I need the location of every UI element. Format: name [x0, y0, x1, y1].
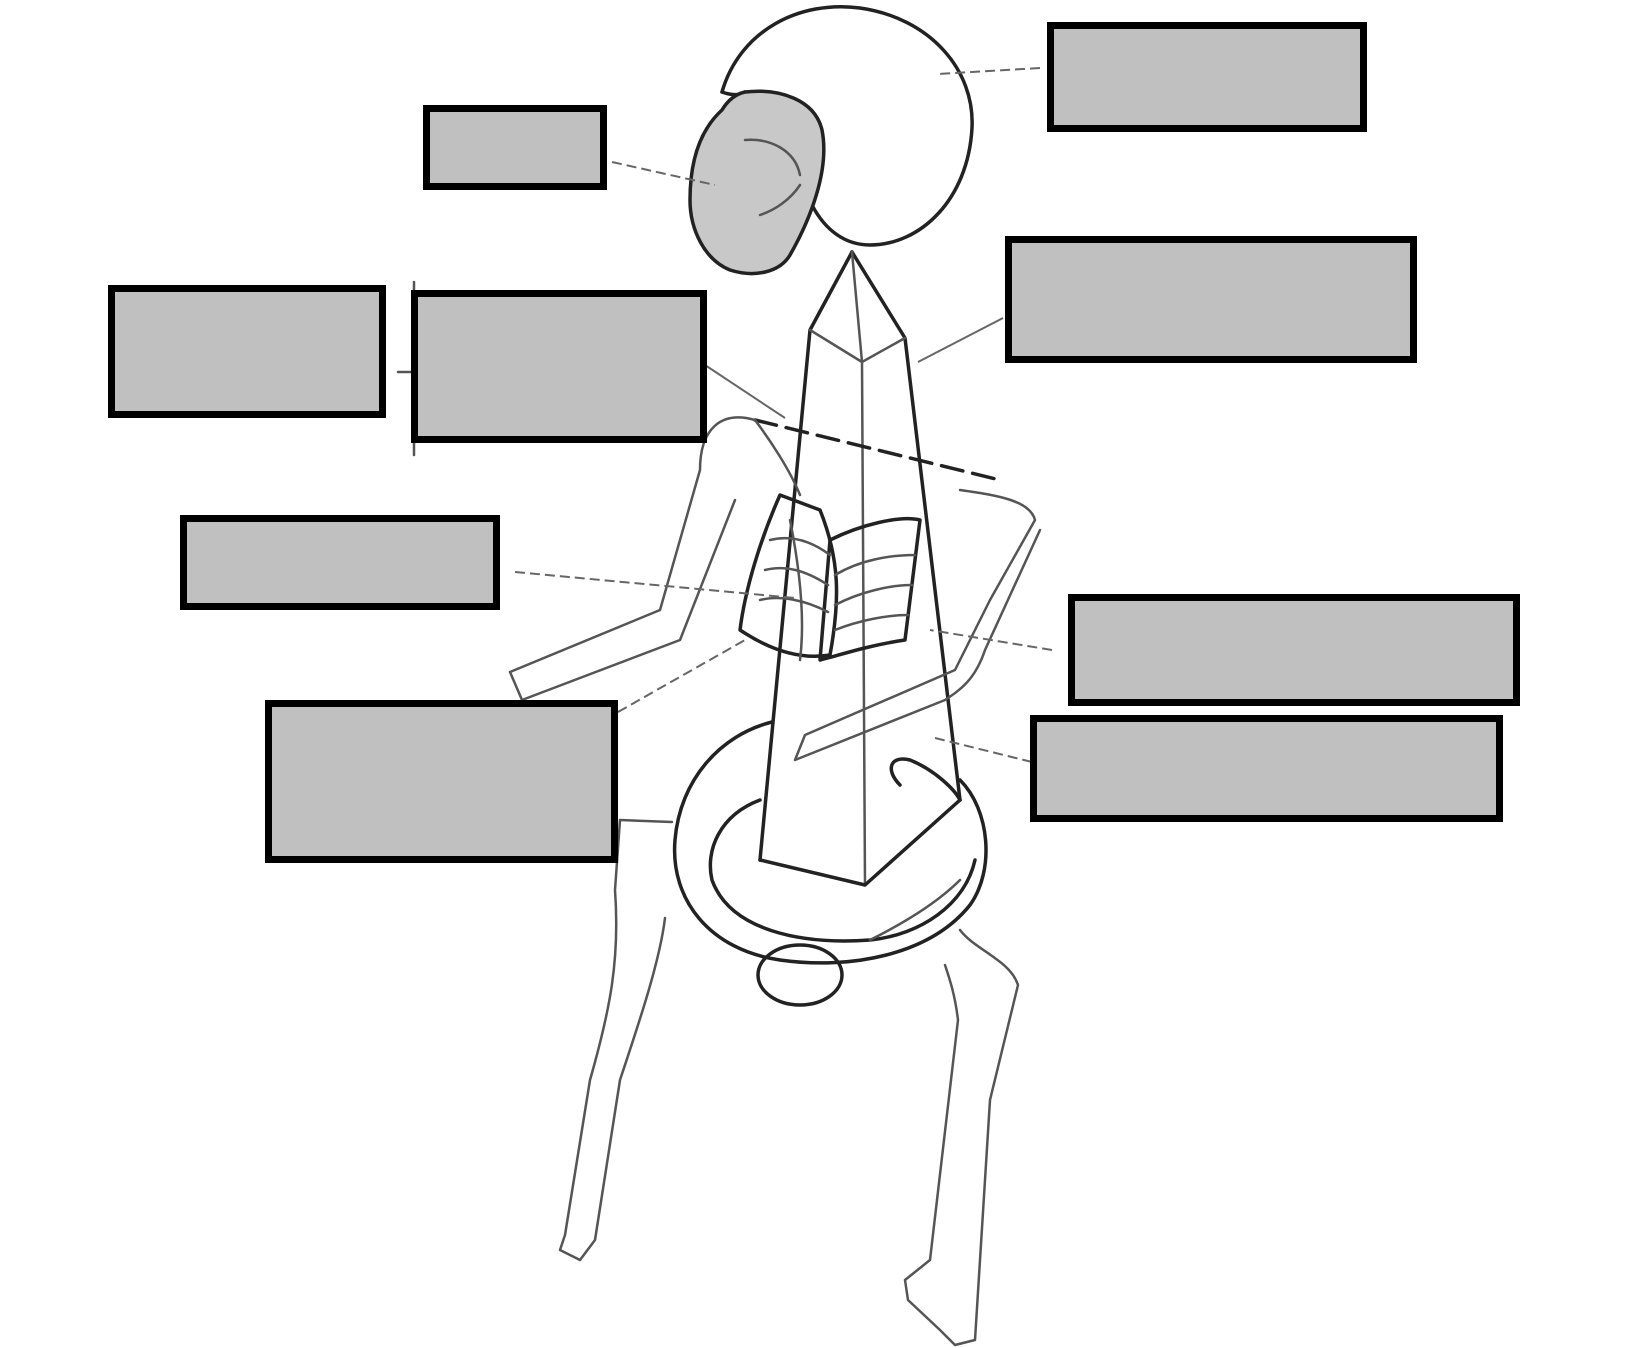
pelvis	[675, 722, 986, 1005]
ribs	[740, 495, 920, 660]
label-box-spine[interactable]	[1005, 236, 1417, 363]
label-box-clavicle[interactable]	[411, 290, 707, 443]
face	[690, 91, 824, 273]
label-box-pelvis[interactable]	[265, 700, 618, 863]
label-box-face[interactable]	[423, 105, 607, 190]
label-box-shoulder-left[interactable]	[108, 285, 386, 418]
label-box-ribs[interactable]	[180, 515, 500, 610]
label-box-arm[interactable]	[1030, 715, 1503, 822]
clavicle	[755, 420, 1000, 480]
label-box-cranium[interactable]	[1047, 22, 1367, 132]
left-leg	[560, 820, 672, 1260]
label-box-sternum[interactable]	[1068, 594, 1520, 706]
right-leg	[905, 930, 1018, 1345]
